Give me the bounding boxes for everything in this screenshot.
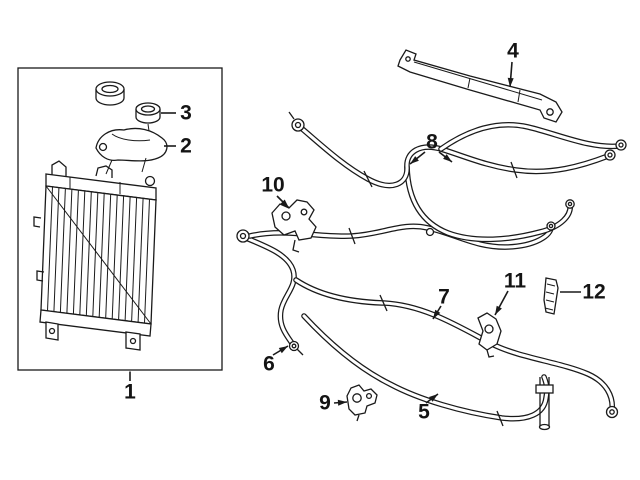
callout-3[interactable]: 3 xyxy=(180,101,192,125)
callout-2[interactable]: 2 xyxy=(180,134,192,158)
callout-8[interactable]: 8 xyxy=(426,130,438,154)
vertical-fitting xyxy=(535,377,554,431)
filler-neck-bracket xyxy=(95,127,168,175)
hose-6 xyxy=(243,235,297,349)
hose-8a xyxy=(297,124,611,189)
callout-4[interactable]: 4 xyxy=(507,39,519,63)
callout-9[interactable]: 9 xyxy=(319,391,331,415)
upper-bracket xyxy=(397,49,563,123)
radiator-core-fins xyxy=(47,186,150,324)
leader-lines xyxy=(129,61,581,406)
callout-1[interactable]: 1 xyxy=(124,380,136,404)
callout-11[interactable]: 11 xyxy=(503,269,527,293)
hose-fittings xyxy=(236,111,627,431)
callout-10[interactable]: 10 xyxy=(261,173,285,197)
hose-branch xyxy=(404,164,573,243)
hose-8b xyxy=(438,121,623,152)
bracket-12 xyxy=(543,277,559,315)
oil-cooler-hoses xyxy=(243,121,623,422)
radiator-cap-icon xyxy=(95,81,125,106)
bracket-11 xyxy=(477,312,502,358)
hose-clamps xyxy=(348,161,518,427)
parts-box-frame xyxy=(17,67,223,371)
callout-6[interactable]: 6 xyxy=(263,352,275,376)
expansion-cap-icon xyxy=(135,102,161,139)
bracket-9 xyxy=(346,384,378,422)
radiator-body xyxy=(33,160,157,351)
bracket-10 xyxy=(271,199,317,253)
callout-12[interactable]: 12 xyxy=(582,280,606,304)
callout-7[interactable]: 7 xyxy=(438,285,450,309)
hose-7 xyxy=(293,277,616,415)
callout-5[interactable]: 5 xyxy=(418,400,430,424)
